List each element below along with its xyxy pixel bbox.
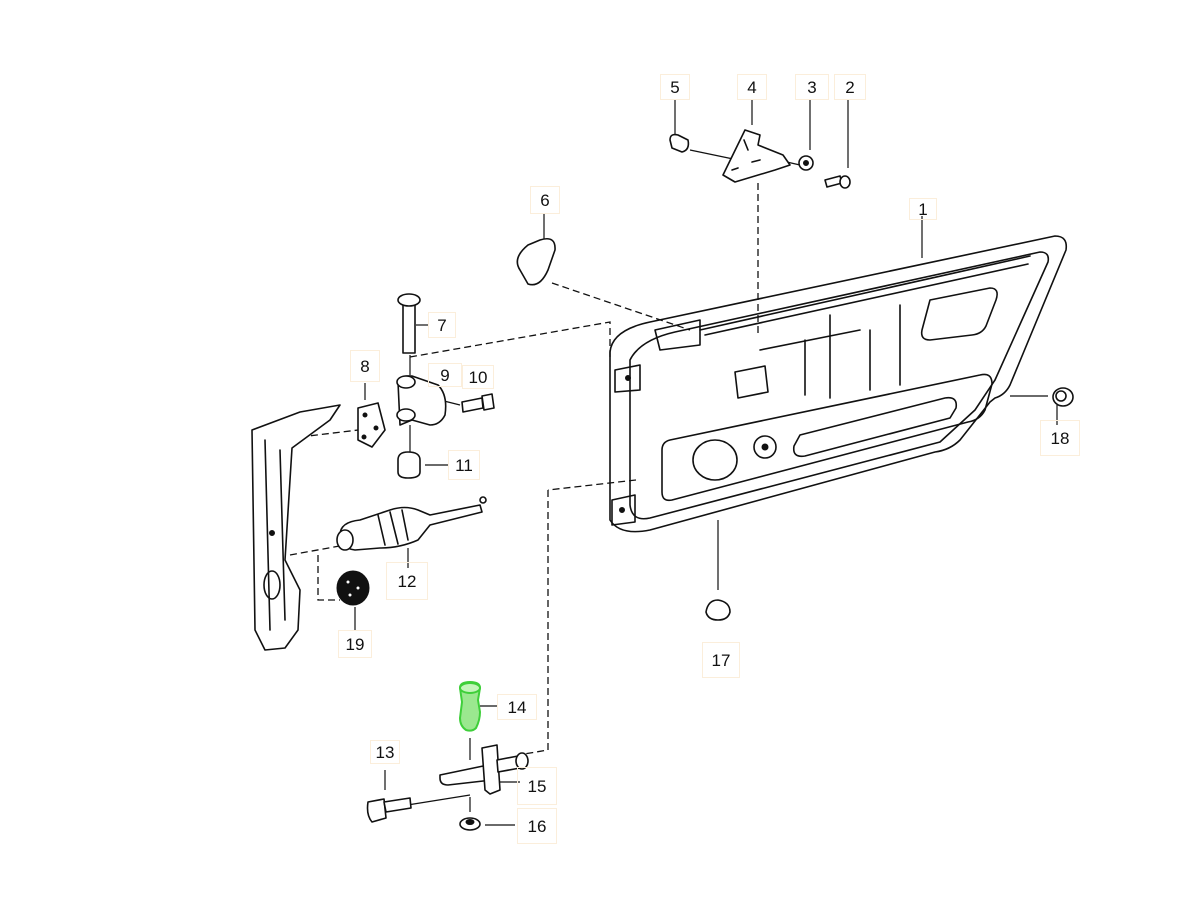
part-16-nut[interactable]: [459, 817, 481, 831]
body-pillar: [251, 404, 341, 651]
callout-17[interactable]: 17: [702, 642, 740, 678]
callout-1[interactable]: 1: [909, 198, 937, 220]
callout-2[interactable]: 2: [834, 74, 866, 100]
part-3-washer[interactable]: [798, 155, 814, 171]
part-4-striker-bracket[interactable]: [722, 129, 791, 183]
part-2-screw[interactable]: [824, 175, 851, 189]
callout-19[interactable]: 19: [338, 630, 372, 658]
part-7-hinge-pin[interactable]: [397, 293, 421, 354]
callout-7[interactable]: 7: [428, 312, 456, 338]
part-17-plug[interactable]: [705, 599, 731, 621]
part-14-guide-pin[interactable]: [458, 680, 482, 732]
callout-6[interactable]: 6: [530, 186, 560, 214]
part-9-hinge[interactable]: [396, 375, 447, 426]
part-6-cover-cap[interactable]: [516, 237, 556, 286]
callout-18[interactable]: 18: [1040, 420, 1080, 456]
part-13-bolt[interactable]: [366, 797, 412, 823]
callout-15[interactable]: 15: [517, 767, 557, 805]
callout-10[interactable]: 10: [462, 365, 494, 389]
callout-9[interactable]: 9: [428, 363, 462, 387]
callout-4[interactable]: 4: [737, 74, 767, 100]
callout-8[interactable]: 8: [350, 350, 380, 382]
callout-11[interactable]: 11: [448, 450, 480, 480]
callout-13[interactable]: 13: [370, 740, 400, 764]
callout-3[interactable]: 3: [795, 74, 829, 100]
callout-12[interactable]: 12: [386, 562, 428, 600]
callout-14[interactable]: 14: [497, 694, 537, 720]
part-11-bushing[interactable]: [397, 451, 421, 479]
callout-16[interactable]: 16: [517, 808, 557, 844]
part-12-check-strap[interactable]: [336, 496, 487, 551]
part-8-hinge-plate[interactable]: [357, 402, 386, 448]
callout-5[interactable]: 5: [660, 74, 690, 100]
part-10-hinge-bolt[interactable]: [461, 393, 495, 413]
part-15-bracket[interactable]: [439, 744, 529, 795]
part-19-damper[interactable]: [336, 570, 370, 606]
door-shell[interactable]: [609, 235, 1068, 533]
part-5-buffer[interactable]: [669, 133, 690, 153]
part-18-grommet[interactable]: [1052, 387, 1074, 407]
